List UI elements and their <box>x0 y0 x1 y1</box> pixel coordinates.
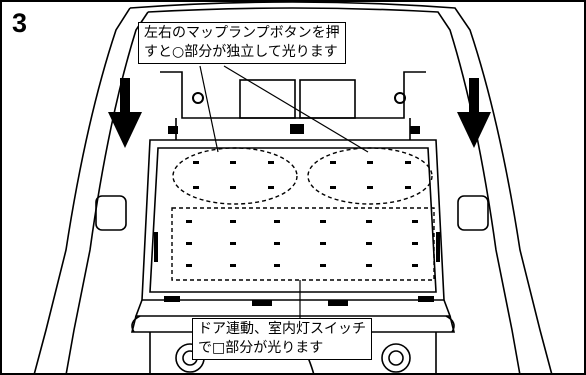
map-lamp-button-left <box>192 92 204 104</box>
map-lamp-callout: 左右のマップランプボタンを押 すと○部分が独立して光ります <box>138 22 346 64</box>
step-number: 3 <box>12 8 28 38</box>
room-lamp-area <box>171 207 435 281</box>
map-lamp-area-left <box>172 147 298 205</box>
down-arrow-icon <box>108 78 142 148</box>
led-dots-ellipses <box>193 161 411 189</box>
room-lamp-callout: ドア連動、室内灯スイッチ で□部分が光ります <box>192 318 372 360</box>
led-dots-rectangle <box>186 220 418 267</box>
callout-top-line1: 左右のマップランプボタンを押 <box>144 25 340 41</box>
callout-bottom-line2: で□部分が光ります <box>198 340 324 356</box>
mounting-tabs <box>154 124 440 306</box>
callout-top-line2: すと○部分が独立して光ります <box>144 44 338 60</box>
map-lamp-button-right <box>394 92 406 104</box>
callout-bottom-line1: ドア連動、室内灯スイッチ <box>198 321 366 337</box>
console-outline <box>33 1 553 375</box>
map-lamp-area-right <box>307 147 433 205</box>
down-arrow-icon <box>457 78 491 148</box>
leader-lines <box>199 65 369 318</box>
